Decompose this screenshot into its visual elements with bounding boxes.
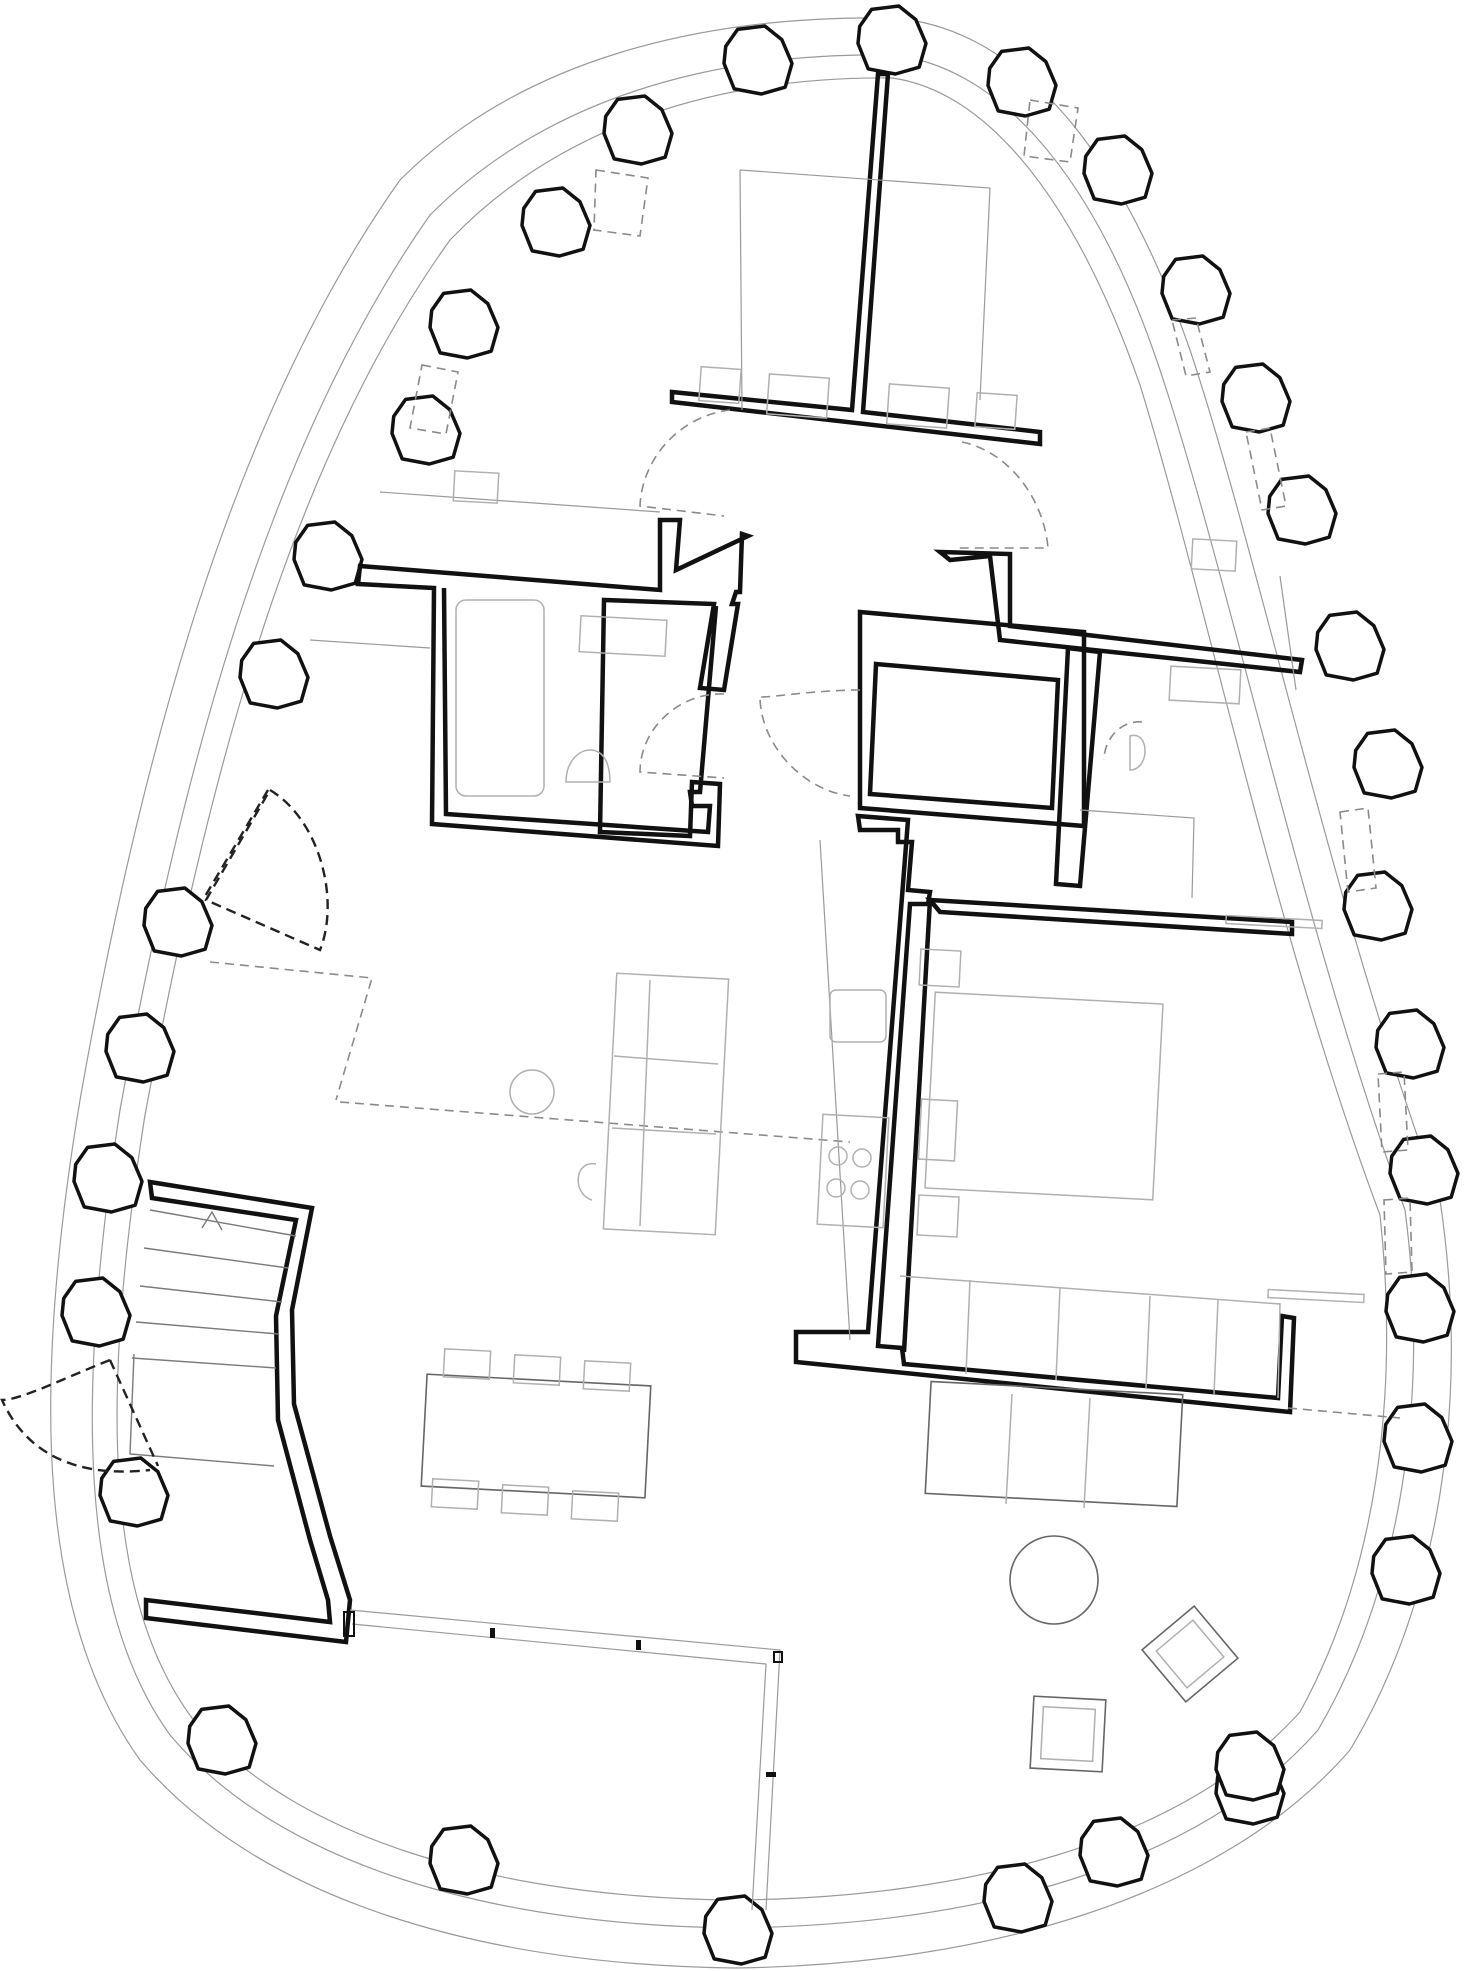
tree-trunk-column-icon bbox=[292, 520, 364, 592]
door-swings bbox=[0, 409, 1143, 1473]
tree-trunk-column-icon bbox=[104, 1012, 176, 1084]
tree-trunk-column-icon bbox=[428, 1824, 500, 1896]
interior-walls bbox=[143, 71, 1305, 1645]
tree-trunk-column-icon bbox=[722, 24, 794, 96]
tree-trunk-column-icon bbox=[1370, 1534, 1442, 1606]
tree-trunk-column-icon bbox=[986, 46, 1058, 118]
tree-trunk-column-icon bbox=[1374, 1008, 1446, 1080]
tree-trunk-column-icon bbox=[428, 288, 500, 360]
tree-trunk-column-icon bbox=[238, 638, 310, 710]
zone-lines bbox=[209, 169, 1401, 1911]
tree-trunk-column-icon bbox=[1388, 1134, 1460, 1206]
tree-trunk-column-icon bbox=[1082, 134, 1154, 206]
tree-trunk-column-icon bbox=[186, 1704, 258, 1776]
window-sashes bbox=[409, 99, 1413, 1275]
tree-trunk-column-icon bbox=[142, 886, 214, 958]
tree-trunk-column-icon bbox=[1160, 254, 1232, 326]
tree-trunk-column-icon bbox=[856, 4, 928, 76]
tree-trunk-column-icon bbox=[1078, 1816, 1150, 1888]
perimeter-columns bbox=[60, 4, 1460, 1966]
tree-trunk-column-icon bbox=[1382, 1402, 1454, 1474]
furniture bbox=[420, 365, 1365, 1773]
tree-trunk-column-icon bbox=[1384, 1272, 1456, 1344]
tree-trunk-column-icon bbox=[602, 94, 674, 166]
stair-arrow-icon bbox=[201, 1210, 223, 1231]
tree-trunk-column-icon bbox=[1266, 474, 1338, 546]
tree-trunk-column-icon bbox=[702, 1894, 774, 1966]
tree-trunk-column-icon bbox=[60, 1276, 132, 1348]
tree-trunk-column-icon bbox=[982, 1862, 1054, 1934]
tree-trunk-column-icon bbox=[1342, 870, 1414, 942]
tree-trunk-column-icon bbox=[72, 1142, 144, 1214]
tree-trunk-column-icon bbox=[1214, 1730, 1286, 1802]
door-swing-icon bbox=[639, 409, 731, 517]
outer-envelope bbox=[50, 17, 1452, 1969]
tree-trunk-column-icon bbox=[98, 1456, 170, 1528]
terrace-markers bbox=[343, 1611, 783, 1777]
tree-trunk-column-icon bbox=[520, 186, 592, 258]
tree-trunk-column-icon bbox=[1314, 610, 1386, 682]
tree-trunk-column-icon bbox=[1220, 362, 1292, 434]
staircase bbox=[129, 1209, 297, 1467]
tree-trunk-column-icon bbox=[1352, 728, 1424, 800]
